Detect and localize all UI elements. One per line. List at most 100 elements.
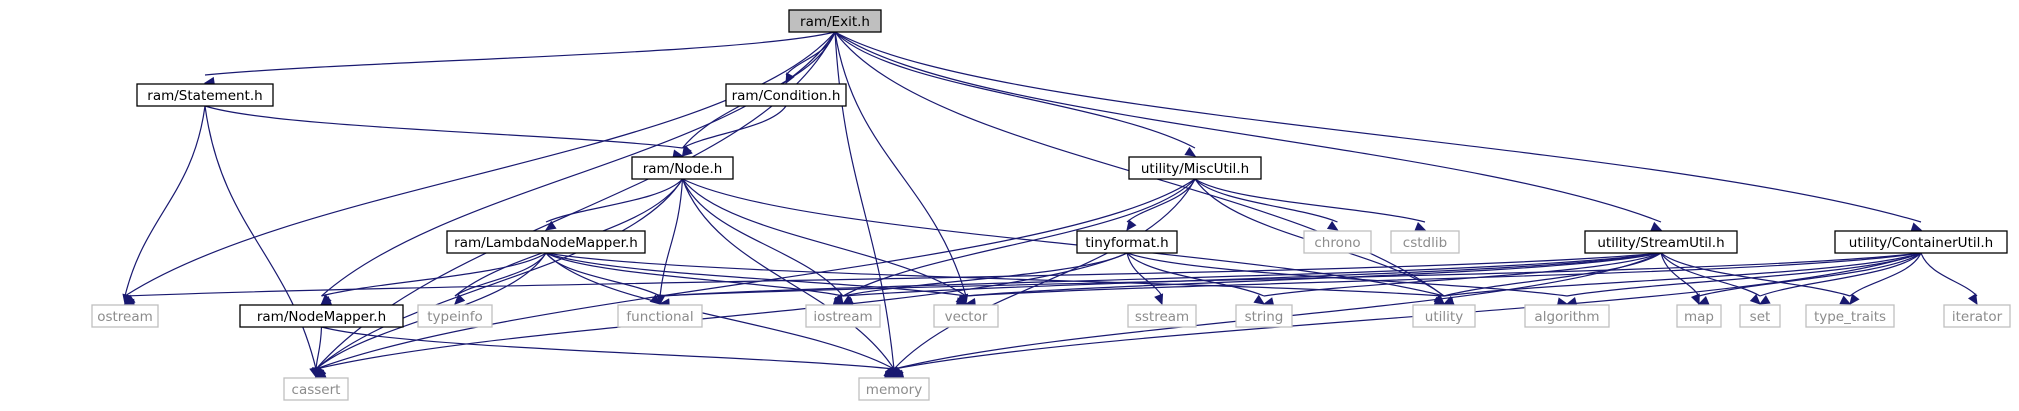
node-box bbox=[283, 377, 349, 401]
node-box bbox=[1834, 230, 2008, 254]
node-statement[interactable]: ram/Statement.h bbox=[136, 83, 274, 107]
edge-node-to-functional bbox=[659, 178, 684, 297]
node-label: chrono bbox=[1314, 235, 1360, 251]
node-box bbox=[1127, 304, 1197, 328]
arrowhead-miscutil-to-chrono bbox=[1326, 220, 1339, 231]
arrowhead-containerutil-to-map bbox=[1697, 295, 1710, 305]
node-cstdlib: cstdlib bbox=[1390, 230, 1460, 254]
arrowhead-node-to-lambda bbox=[544, 220, 557, 231]
edge-lambda-to-typeinfo bbox=[454, 252, 547, 297]
edge-streamutil-to-type_traits bbox=[1660, 252, 1851, 297]
arrowhead-exit-to-miscutil bbox=[1184, 146, 1197, 157]
node-label: ram/Exit.h bbox=[800, 14, 870, 30]
edge-tinyformat-to-string bbox=[1126, 252, 1265, 297]
arrowhead-containerutil-to-iterator bbox=[1967, 293, 1978, 306]
node-iostream: iostream bbox=[805, 304, 881, 328]
edge-statement-to-node bbox=[204, 105, 683, 149]
arrowhead-miscutil-to-cstdlib bbox=[1414, 222, 1427, 231]
node-nodemapper[interactable]: ram/NodeMapper.h bbox=[239, 304, 404, 328]
node-vector: vector bbox=[933, 304, 999, 328]
node-label: set bbox=[1750, 309, 1771, 325]
arrowhead-streamutil-to-type_traits bbox=[1839, 295, 1852, 305]
node-functional: functional bbox=[617, 304, 703, 328]
node-label: ram/LambdaNodeMapper.h bbox=[454, 235, 638, 251]
edge-nodemapper-to-cassert bbox=[315, 326, 323, 370]
node-box bbox=[1390, 230, 1460, 254]
node-label: iostream bbox=[813, 309, 872, 325]
edge-containerutil-to-map bbox=[1698, 252, 1922, 297]
arrowhead-statement-to-ostream bbox=[122, 293, 132, 306]
node-algorithm: algorithm bbox=[1524, 304, 1610, 328]
edge-node-to-memory bbox=[681, 178, 895, 370]
edge-statement-to-ostream bbox=[124, 105, 206, 297]
edge-miscutil-to-chrono bbox=[1194, 178, 1338, 223]
node-box bbox=[239, 304, 404, 328]
node-miscutil[interactable]: utility/MiscUtil.h bbox=[1128, 156, 1262, 180]
node-condition[interactable]: ram/Condition.h bbox=[725, 83, 847, 107]
node-label: ostream bbox=[97, 309, 153, 325]
node-box bbox=[805, 304, 881, 328]
edge-containerutil-to-type_traits bbox=[1849, 252, 1922, 297]
node-label: utility/MiscUtil.h bbox=[1141, 161, 1249, 177]
edge-tinyformat-to-cassert bbox=[315, 252, 1128, 370]
edge-streamutil-to-ostream bbox=[124, 252, 1662, 297]
node-box bbox=[1943, 304, 2011, 328]
edge-node-to-cassert bbox=[315, 178, 684, 370]
node-box bbox=[1524, 304, 1610, 328]
node-box bbox=[1805, 304, 1895, 328]
node-lambda[interactable]: ram/LambdaNodeMapper.h bbox=[446, 230, 646, 254]
node-memory: memory bbox=[858, 377, 930, 401]
node-box bbox=[1303, 230, 1372, 254]
edge-containerutil-to-utility bbox=[1443, 252, 1922, 297]
edge-lambda-to-nodemapper bbox=[321, 252, 547, 297]
node-streamutil[interactable]: utility/StreamUtil.h bbox=[1584, 230, 1738, 254]
arrowhead-streamutil-to-set bbox=[1749, 294, 1761, 305]
node-ostream: ostream bbox=[91, 304, 159, 328]
node-typeinfo: typeinfo bbox=[417, 304, 493, 328]
node-box bbox=[417, 304, 493, 328]
node-label: string bbox=[1245, 309, 1284, 325]
node-tinyformat[interactable]: tinyformat.h bbox=[1076, 230, 1178, 254]
node-box bbox=[1128, 156, 1262, 180]
edge-lambda-to-utility bbox=[545, 252, 1445, 297]
edge-statement-to-cassert bbox=[204, 105, 317, 370]
node-box bbox=[631, 156, 734, 180]
arrowhead-exit-to-containerutil bbox=[1910, 222, 1923, 232]
edge-streamutil-to-iostream bbox=[842, 252, 1662, 297]
node-exit[interactable]: ram/Exit.h bbox=[788, 9, 882, 33]
node-label: cassert bbox=[292, 382, 341, 398]
edge-miscutil-to-cstdlib bbox=[1194, 178, 1426, 223]
node-label: utility/ContainerUtil.h bbox=[1849, 235, 1993, 251]
node-chrono: chrono bbox=[1303, 230, 1372, 254]
node-node[interactable]: ram/Node.h bbox=[631, 156, 734, 180]
edge-exit-to-streamutil bbox=[834, 31, 1662, 223]
node-label: memory bbox=[866, 382, 922, 398]
node-label: ram/NodeMapper.h bbox=[257, 309, 386, 325]
arrowhead-tinyformat-to-string bbox=[1253, 294, 1266, 305]
node-box bbox=[725, 83, 847, 107]
node-string: string bbox=[1235, 304, 1293, 328]
node-box bbox=[1739, 304, 1781, 328]
node-label: iterator bbox=[1952, 309, 2003, 325]
edge-exit-to-vector bbox=[834, 31, 967, 297]
edge-node-to-iostream bbox=[681, 178, 844, 297]
arrowhead-containerutil-to-type_traits bbox=[1849, 293, 1860, 305]
node-label: algorithm bbox=[1534, 309, 1599, 325]
node-label: ram/Statement.h bbox=[147, 88, 262, 104]
node-box bbox=[1235, 304, 1293, 328]
node-label: sstream bbox=[1135, 309, 1189, 325]
edge-lambda-to-memory bbox=[545, 252, 895, 370]
edge-streamutil-to-memory bbox=[893, 252, 1662, 370]
node-box bbox=[1076, 230, 1178, 254]
edge-lambda-to-vector bbox=[545, 252, 967, 297]
node-label: tinyformat.h bbox=[1085, 235, 1168, 251]
node-containerutil[interactable]: utility/ContainerUtil.h bbox=[1834, 230, 2008, 254]
arrowhead-streamutil-to-map bbox=[1690, 293, 1700, 306]
edge-node-to-lambda bbox=[545, 178, 683, 223]
arrowhead-exit-to-streamutil bbox=[1650, 221, 1663, 231]
edge-exit-to-statement bbox=[204, 31, 836, 76]
arrowhead-miscutil-to-tinyformat bbox=[1126, 219, 1137, 231]
edge-containerutil-to-iterator bbox=[1920, 252, 1978, 297]
node-label: ram/Condition.h bbox=[732, 88, 841, 104]
